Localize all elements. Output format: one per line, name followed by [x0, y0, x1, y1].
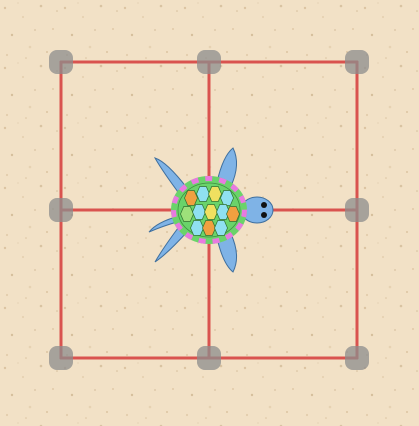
- turtle-flipper-back-right: [154, 223, 188, 263]
- turtle-shell-tile: [214, 220, 228, 236]
- grid-node-2-0[interactable]: [49, 346, 73, 370]
- turtle-shell-tile: [192, 204, 206, 220]
- turtle-icon: [148, 147, 274, 273]
- turtle-shell-tile: [190, 220, 204, 236]
- grid-node-0-0[interactable]: [49, 50, 73, 74]
- turtle-shell-tile: [184, 190, 198, 206]
- grid-node-0-1[interactable]: [197, 50, 221, 74]
- turtle-shell-tile: [180, 206, 194, 222]
- turtle-shell-tile: [208, 186, 222, 202]
- turtle-tail: [148, 215, 180, 233]
- turtle-shell-tile: [202, 220, 216, 236]
- turtle-flipper-front-left: [216, 147, 237, 187]
- turtle-flipper-front-right: [216, 233, 237, 273]
- grid-node-1-0[interactable]: [49, 198, 73, 222]
- grid-node-2-2[interactable]: [345, 346, 369, 370]
- turtle-flipper-back-left: [153, 157, 188, 197]
- grid-nodes: [49, 50, 369, 370]
- grid-node-1-2[interactable]: [345, 198, 369, 222]
- grid-node-0-2[interactable]: [345, 50, 369, 74]
- turtle-eye-left: [261, 202, 267, 208]
- grid-node-2-1[interactable]: [197, 346, 221, 370]
- turtle-eye-right: [261, 212, 267, 218]
- turtle-shell-tile: [196, 186, 210, 202]
- turtle-shell-rim-pattern: [171, 176, 247, 244]
- turtle-shell-tile: [226, 206, 240, 222]
- turtle-shell-tile: [220, 190, 234, 206]
- turtle-shell-tile: [204, 204, 218, 220]
